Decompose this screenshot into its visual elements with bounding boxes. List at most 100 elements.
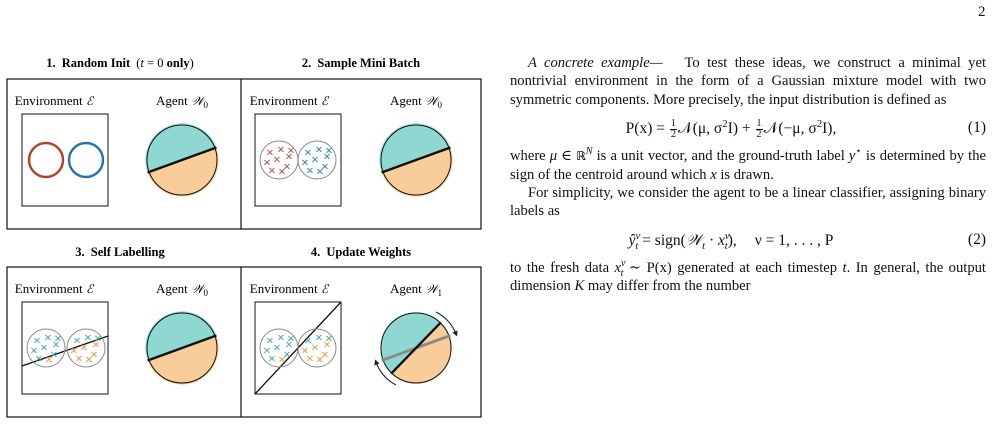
panel3-number: 3.	[75, 245, 84, 259]
sample-marker: ×	[70, 346, 78, 357]
sample-marker: ×	[30, 346, 38, 357]
paragraph-1: A concrete example— To test these ideas,…	[510, 54, 986, 109]
sample-marker: ×	[35, 354, 43, 365]
env-box-1	[21, 113, 109, 207]
panel4-number: 4.	[311, 245, 320, 259]
panel2-title: 2. Sample Mini Batch	[302, 56, 420, 70]
sample-marker: ×	[266, 336, 274, 347]
paragraph-3: For simplicity, we consider the agent to…	[510, 185, 986, 220]
sample-marker: ×	[301, 158, 309, 169]
sample-marker: ×	[315, 333, 323, 344]
env-box-4	[254, 301, 342, 395]
equation-1-number: (1)	[967, 119, 986, 137]
rotate-arrow-top	[435, 311, 458, 337]
sample-marker: ×	[316, 167, 324, 178]
paragraph-1-text: To test these ideas, we construct a mini…	[510, 55, 986, 108]
sample-marker: ×	[287, 146, 295, 157]
sample-marker: ×	[50, 350, 58, 361]
sample-marker: ×	[311, 155, 319, 166]
sample-marker: ×	[325, 334, 333, 345]
figure: 1. Random Init (t = 0 only) 2. Sample Mi…	[6, 56, 482, 418]
panel4-title: 4. Update Weights	[311, 245, 411, 259]
agent-label-4: Agent 𝒲1	[390, 281, 442, 298]
env-label-2: Environment ℰ	[250, 93, 330, 108]
sample-marker: ×	[304, 336, 312, 347]
agent-label-2: Agent 𝒲0	[390, 93, 443, 110]
sample-marker: ×	[323, 340, 331, 351]
agent-circle-1	[145, 123, 219, 197]
sample-marker: ×	[306, 354, 314, 365]
sample-marker: ×	[306, 166, 314, 177]
panel4-title-text: Update Weights	[326, 245, 411, 259]
cluster-outline	[66, 328, 106, 368]
sample-marker: ×	[283, 350, 291, 361]
panel1-note-var: t	[140, 56, 144, 70]
row2-frame	[6, 266, 482, 418]
sample-marker: ×	[263, 346, 271, 357]
panel2-number: 2.	[302, 56, 311, 70]
panel1-title: 1. Random Init (t = 0 only)	[46, 56, 194, 70]
sample-marker: ×	[33, 336, 41, 347]
sample-marker: ×	[301, 346, 309, 357]
equation-2: ŷνt = sign(𝒲t · xνt),ν = 1, . . . , P (2…	[628, 229, 986, 252]
sample-marker: ×	[80, 343, 88, 354]
sample-marker: ×	[268, 354, 276, 365]
agent-circle-2	[379, 123, 453, 197]
sample-marker: ×	[316, 355, 324, 366]
sample-marker: ×	[311, 343, 319, 354]
env-label-4: Environment ℰ	[250, 281, 330, 296]
cluster-outline	[297, 328, 337, 368]
sample-marker: ×	[75, 354, 83, 365]
sample-marker: ×	[92, 340, 100, 351]
sample-marker: ×	[285, 152, 293, 163]
sample-marker: ×	[323, 152, 331, 163]
sample-marker: ×	[44, 333, 52, 344]
paragraph-2: where μ ∈ ℝN is a unit vector, and the g…	[510, 146, 986, 183]
env-label-3: Environment ℰ	[15, 281, 95, 296]
row1-frame	[6, 78, 482, 230]
panel1-note-mid: = 0	[144, 56, 167, 70]
rotate-arrow-bottom	[374, 359, 397, 386]
panel1-note-suffix: )	[190, 56, 194, 70]
agent-label-3: Agent 𝒲0	[156, 281, 209, 298]
sample-marker: ×	[73, 336, 81, 347]
panel1-number: 1.	[46, 56, 55, 70]
example-heading: A concrete example—	[528, 55, 663, 71]
panel3-title-text: Self Labelling	[91, 245, 166, 259]
sample-marker: ×	[85, 355, 93, 366]
equation-2-number: (2)	[967, 230, 986, 248]
sample-marker: ×	[273, 155, 281, 166]
env-box-2	[254, 113, 342, 207]
page-number: 2	[978, 4, 986, 20]
sample-marker: ×	[287, 334, 295, 345]
panel3-title: 3. Self Labelling	[75, 245, 165, 259]
sample-marker: ×	[268, 166, 276, 177]
sample-marker: ×	[90, 350, 98, 361]
env-box-3	[21, 301, 109, 395]
sample-marker: ×	[273, 343, 281, 354]
sample-marker: ×	[40, 343, 48, 354]
sample-marker: ×	[321, 350, 329, 361]
class-b-circle	[67, 141, 105, 179]
sample-marker: ×	[285, 340, 293, 351]
new-boundary	[390, 321, 442, 375]
agent-circle-3	[145, 311, 219, 385]
agent-circle-4	[380, 312, 452, 384]
sample-marker: ×	[263, 158, 271, 169]
sample-marker: ×	[277, 145, 285, 156]
sample-marker: ×	[325, 146, 333, 157]
agent-label-1: Agent 𝒲0	[156, 93, 209, 110]
sample-marker: ×	[304, 148, 312, 159]
panel2-title-text: Sample Mini Batch	[317, 56, 420, 70]
panel1-note-prefix: (	[136, 56, 140, 70]
panel1-title-text: Random Init	[62, 56, 131, 70]
sample-marker: ×	[52, 340, 60, 351]
paragraph-4: to the fresh data xνt ∼ P(x) generated a…	[510, 257, 986, 295]
sample-marker: ×	[278, 355, 286, 366]
cluster-outline	[26, 328, 66, 368]
sample-marker: ×	[278, 167, 286, 178]
sample-marker: ×	[277, 333, 285, 344]
sample-marker: ×	[321, 162, 329, 173]
sample-marker: ×	[94, 334, 102, 345]
